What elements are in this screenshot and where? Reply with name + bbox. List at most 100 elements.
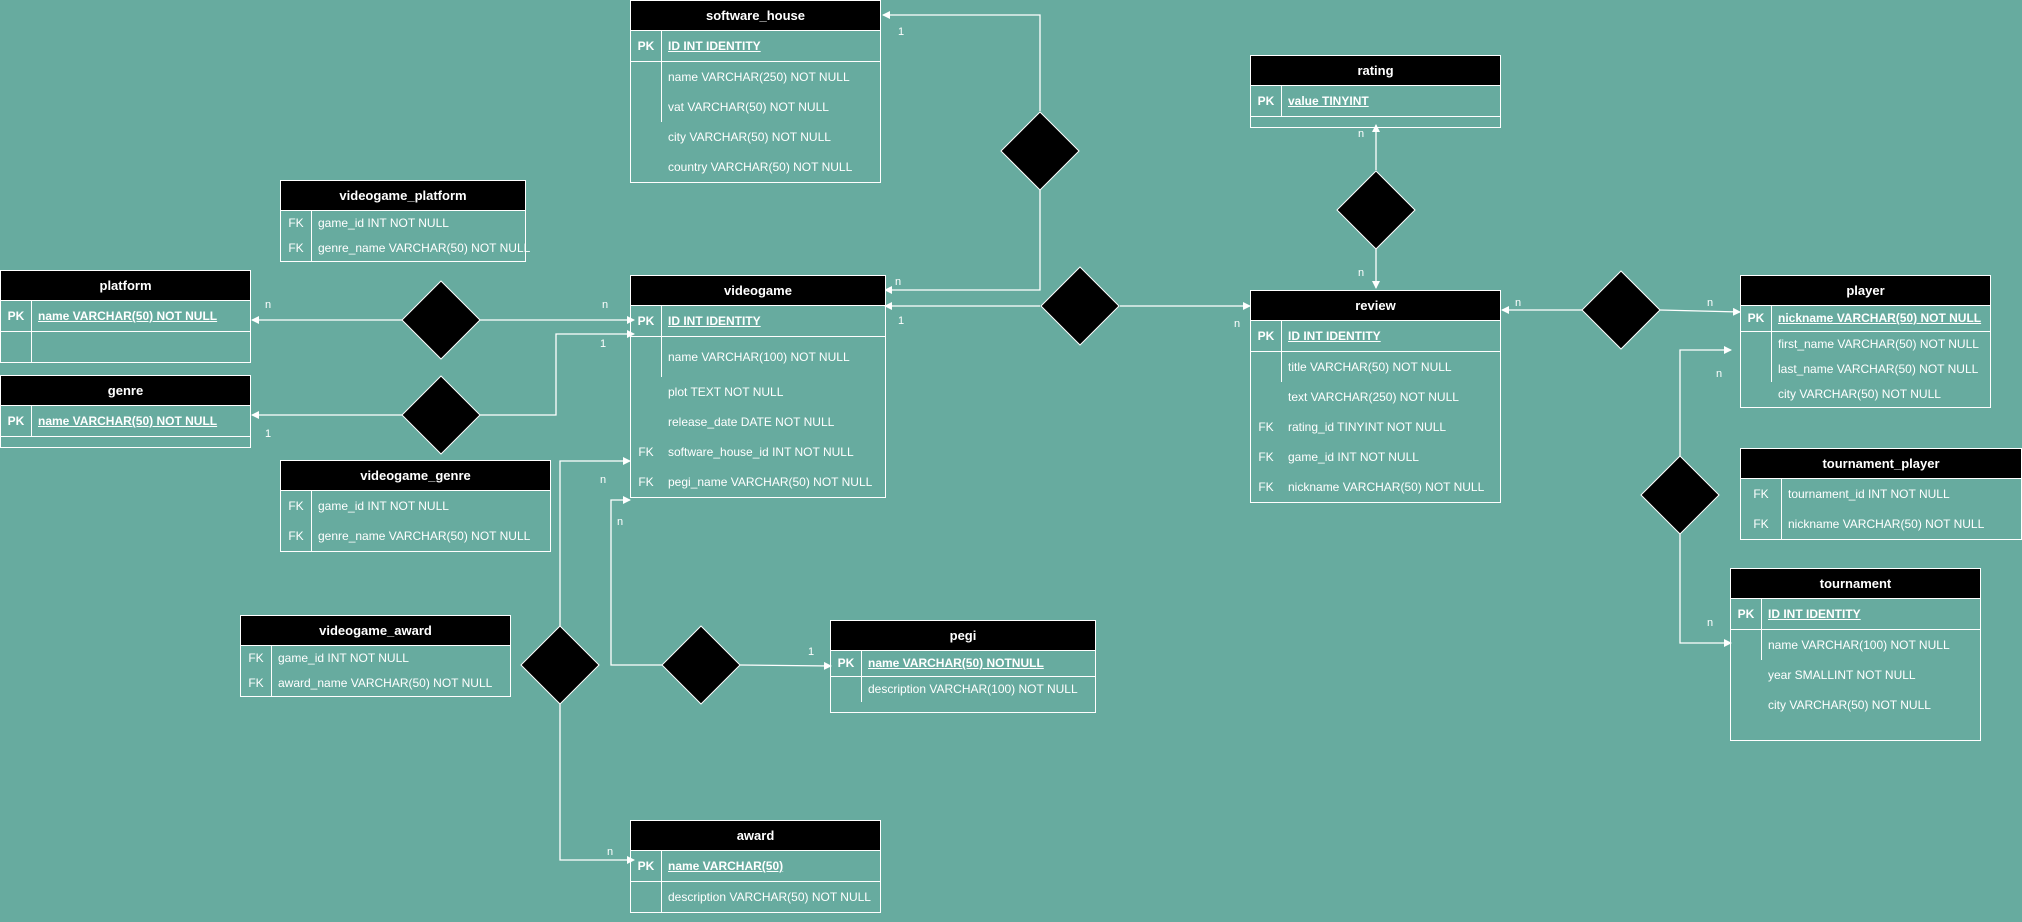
- entity-empty-area: [1, 437, 250, 447]
- cardinality-label: n: [1707, 617, 1714, 629]
- cardinality-label: n: [1716, 368, 1723, 380]
- attribute-text: city VARCHAR(50) NOT NULL: [668, 130, 831, 144]
- key-marker: PK: [637, 39, 655, 53]
- key-divider: [1771, 332, 1772, 357]
- relationship-diamond-player-tournament[interactable]: [1640, 455, 1720, 535]
- key-divider: [861, 651, 862, 676]
- key-marker: [831, 677, 861, 702]
- relationship-diamond-review-player[interactable]: [1581, 270, 1661, 350]
- attribute-text: game_id INT NOT NULL: [318, 499, 449, 513]
- cardinality-label: n: [1234, 318, 1241, 330]
- edge-diamond-player: [1659, 307, 1741, 316]
- relationship-diamond-platform-videogame[interactable]: [401, 280, 481, 360]
- relationship-diamond-videogame-pegi[interactable]: [661, 625, 741, 705]
- key-marker: [631, 337, 661, 377]
- attribute-text: ID INT IDENTITY: [1288, 329, 1381, 343]
- key-marker: PK: [1747, 311, 1765, 325]
- attribute-text: ID INT IDENTITY: [1768, 607, 1861, 621]
- attribute-text: name VARCHAR(50) NOT NULL: [38, 309, 218, 323]
- attribute-text: name VARCHAR(50) NOTNULL: [868, 656, 1044, 670]
- relationship-diamond-software-house-videogame[interactable]: [1000, 111, 1080, 191]
- relationship-diamond-videogame-review[interactable]: [1040, 266, 1120, 346]
- attribute-text: nickname VARCHAR(50) NOT NULL: [1288, 480, 1485, 494]
- entity-title: videogame_award: [241, 616, 510, 646]
- key-divider: [661, 92, 662, 122]
- key-divider: [1771, 357, 1772, 382]
- key-divider: [311, 491, 312, 521]
- attribute-text: tournament_id INT NOT NULL: [1788, 487, 1950, 501]
- entity-title: rating: [1251, 56, 1500, 86]
- key-marker: PK: [637, 314, 655, 328]
- cardinality-label: n: [607, 846, 614, 858]
- attribute-text: name VARCHAR(250) NOT NULL: [668, 70, 850, 84]
- cardinality-label: n: [617, 516, 624, 528]
- key-divider: [1281, 321, 1282, 351]
- entity-title: software_house: [631, 1, 880, 31]
- attribute-row: name VARCHAR(100) NOT NULL: [1731, 630, 1980, 660]
- attribute-row: name VARCHAR(100) NOT NULL: [631, 337, 885, 377]
- key-marker: [1731, 630, 1761, 660]
- entity-title: pegi: [831, 621, 1095, 651]
- attribute-text: description VARCHAR(50) NOT NULL: [668, 890, 871, 904]
- key-marker: [631, 92, 661, 122]
- key-divider: [1281, 86, 1282, 116]
- attribute-text: vat VARCHAR(50) NOT NULL: [668, 100, 829, 114]
- key-marker: [1, 332, 31, 362]
- key-marker: PK: [7, 309, 25, 323]
- attribute-row: release_date DATE NOT NULL: [631, 407, 885, 437]
- key-divider: [271, 646, 272, 671]
- key-marker: [1251, 352, 1281, 382]
- attribute-text: award_name VARCHAR(50) NOT NULL: [278, 676, 493, 690]
- key-marker: PK: [1257, 329, 1275, 343]
- entity-title: genre: [1, 376, 250, 406]
- cardinality-label: n: [1358, 128, 1365, 140]
- cardinality-label: n: [1707, 297, 1714, 309]
- relationship-diamond-videogame-award[interactable]: [520, 625, 600, 705]
- attribute-text: description VARCHAR(100) NOT NULL: [868, 682, 1078, 696]
- attribute-text: rating_id TINYINT NOT NULL: [1288, 420, 1447, 434]
- key-divider: [311, 236, 312, 261]
- key-marker: [1741, 382, 1771, 407]
- key-divider: [861, 677, 862, 702]
- key-divider: [311, 521, 312, 551]
- key-marker: [1741, 332, 1771, 357]
- attribute-text: first_name VARCHAR(50) NOT NULL: [1778, 337, 1979, 351]
- entity-empty-area: [831, 702, 1095, 712]
- relationship-diamond-rating-review[interactable]: [1336, 170, 1416, 250]
- key-divider: [311, 211, 312, 236]
- key-divider: [661, 31, 662, 61]
- entity-title: platform: [1, 271, 250, 301]
- edge-pegi-diamond: [739, 661, 832, 670]
- key-marker: PK: [1257, 94, 1275, 108]
- entity-empty-area: [1251, 117, 1500, 127]
- key-divider: [1281, 352, 1282, 382]
- relationship-diamond-genre-videogame[interactable]: [401, 375, 481, 455]
- key-marker: FK: [1258, 450, 1274, 464]
- key-marker: PK: [637, 859, 655, 873]
- key-divider: [31, 301, 32, 331]
- attribute-text: country VARCHAR(50) NOT NULL: [668, 160, 853, 174]
